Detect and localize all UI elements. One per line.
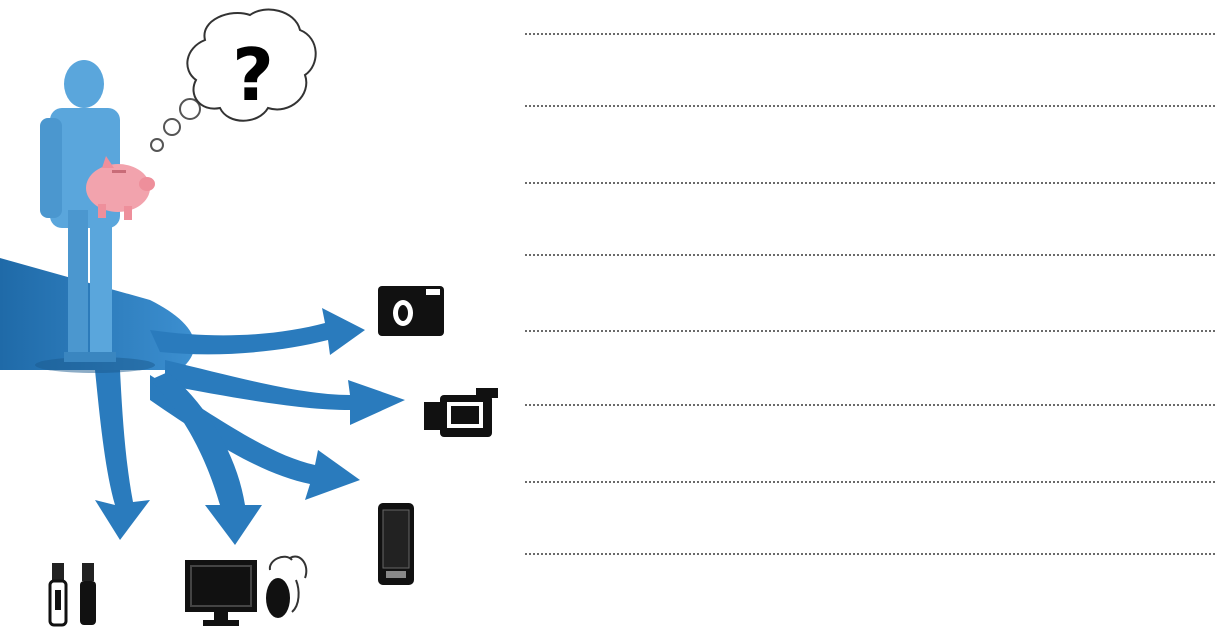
question-mark: ? [232, 33, 274, 117]
camera-icon [378, 286, 444, 336]
answer-line-6[interactable] [525, 404, 1215, 406]
computer-mouse-icon [266, 556, 306, 618]
thought-bubble: ? [151, 10, 316, 151]
answer-line-3[interactable] [525, 182, 1215, 184]
arrow-to-usb-drive-icon [95, 370, 150, 540]
answer-line-1[interactable] [525, 33, 1215, 35]
answer-lines-area [525, 0, 1223, 635]
monitor-icon [185, 560, 257, 626]
video-camera-icon [424, 388, 498, 437]
answer-line-4[interactable] [525, 254, 1215, 256]
answer-line-8[interactable] [525, 553, 1215, 555]
branching-path [0, 258, 405, 545]
illustration-panel: ? [0, 0, 520, 635]
usb-flash-drive-icon [50, 563, 96, 625]
spending-choices-illustration: ? [0, 0, 520, 635]
mobile-phone-icon [378, 503, 414, 585]
answer-line-7[interactable] [525, 481, 1215, 483]
answer-line-5[interactable] [525, 330, 1215, 332]
answer-line-2[interactable] [525, 105, 1215, 107]
